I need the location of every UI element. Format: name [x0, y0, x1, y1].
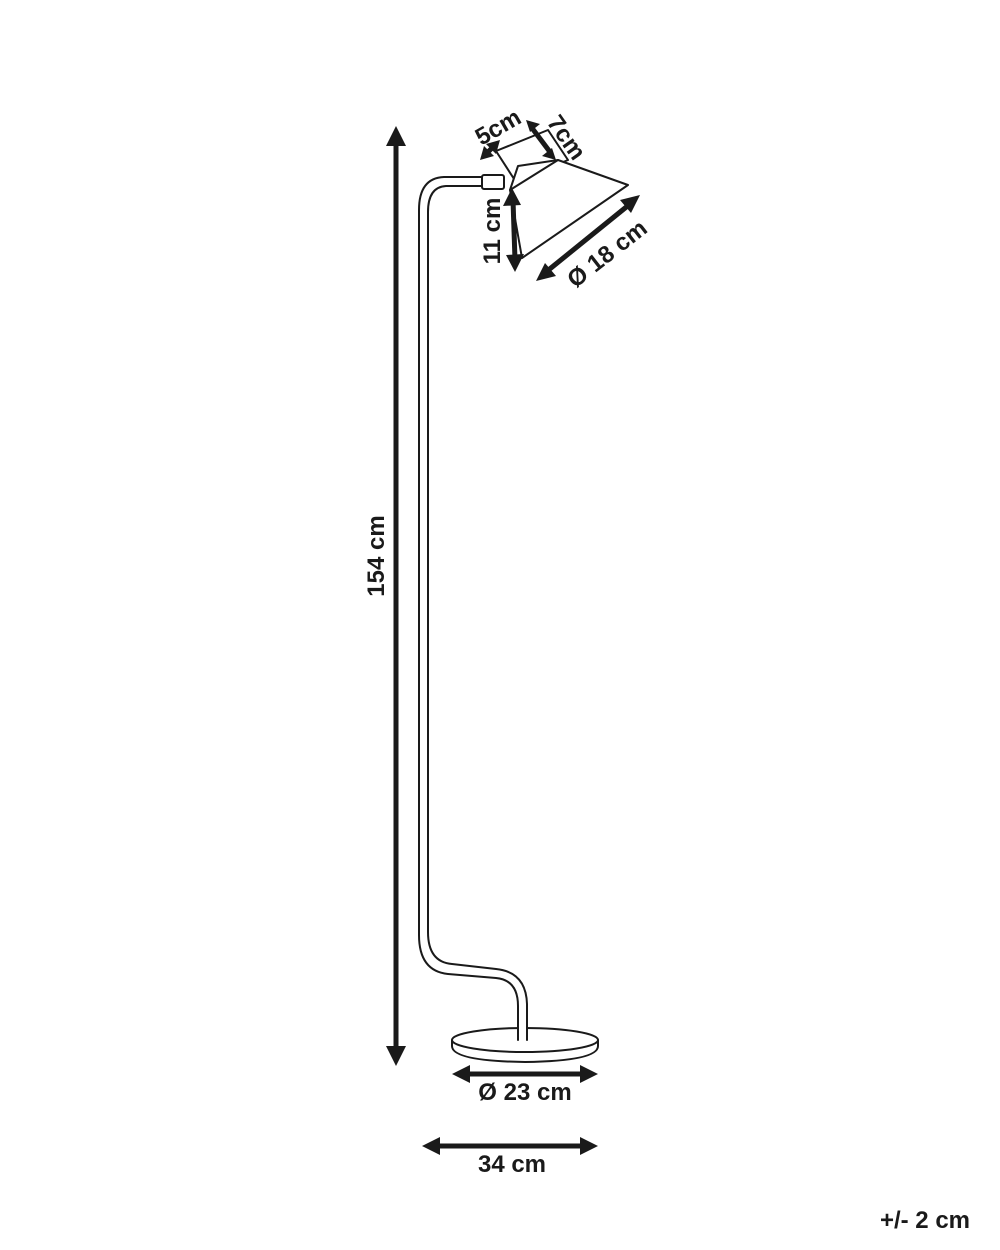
dimension-arrows — [386, 120, 640, 1155]
lamp-stem — [418, 176, 528, 1041]
neck-top-arrow — [480, 140, 500, 160]
height-arrow — [386, 126, 406, 1066]
lamp-drawing — [418, 129, 629, 1063]
shade-height-label: 11 cm — [479, 198, 506, 265]
base-width-label: 34 cm — [478, 1151, 546, 1178]
base-width-arrow — [422, 1137, 598, 1155]
lamp-joint — [481, 174, 505, 190]
tolerance-note: +/- 2 cm — [880, 1207, 970, 1234]
shade-height-arrow — [503, 188, 524, 272]
base-diameter-arrow — [452, 1065, 598, 1083]
shade-diameter-arrow — [536, 195, 640, 281]
shade-diameter-label: Ø 18 cm — [562, 215, 652, 294]
lamp-shade — [509, 159, 629, 259]
height-label: 154 cm — [363, 515, 390, 596]
dimension-labels: 154 cm 11 cm Ø 18 cm 5cm 7cm Ø 23 cm 34 … — [363, 104, 970, 1234]
lamp-neck — [495, 129, 569, 183]
neck-length-arrow — [526, 120, 556, 160]
base-diameter-label: Ø 23 cm — [478, 1079, 571, 1106]
